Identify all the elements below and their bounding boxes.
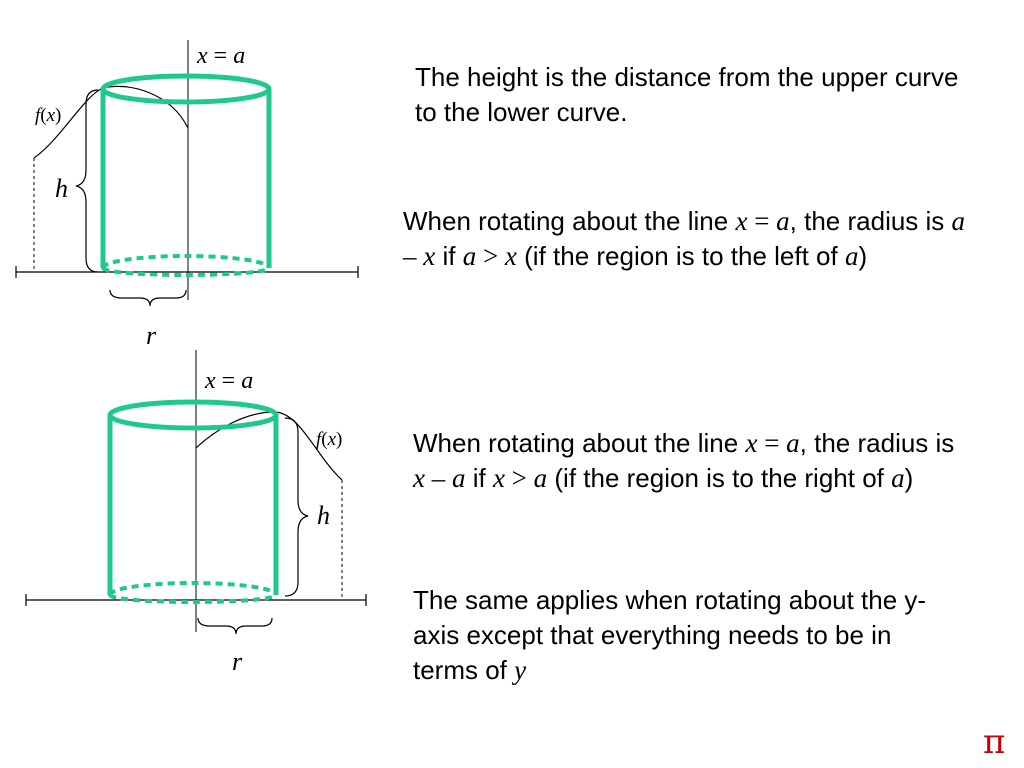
math-var: x [504, 241, 517, 271]
math-op: > [476, 241, 505, 271]
label-f-of-x: f(x) [316, 429, 342, 450]
label-radius: r [146, 321, 157, 350]
cylinder-bottom-back [101, 254, 271, 269]
height-brace [75, 89, 99, 273]
math-var: a [533, 463, 548, 493]
text-run: if [465, 463, 493, 493]
text-run: , the radius is [799, 428, 955, 458]
cylinder-bottom-front [108, 593, 278, 604]
diagram-bottom: x = a f(x) h r [25, 350, 367, 676]
pi-symbol-icon[interactable]: π [983, 722, 1006, 762]
math-var: a [451, 463, 466, 493]
cylinder-bottom-back [108, 581, 278, 596]
radius-brace [197, 617, 273, 635]
math-op: = [747, 206, 777, 236]
label-radius: r [232, 647, 243, 676]
explanation-left-region: When rotating about the line x = a, the … [403, 204, 973, 274]
text-run: , the radius is [789, 206, 952, 236]
math-op: > [504, 463, 534, 493]
text-run: ) [858, 241, 868, 271]
math-var: a [776, 206, 790, 236]
math-var: a [891, 463, 905, 493]
label-f-of-x: f(x) [35, 105, 61, 126]
radius-brace [109, 289, 187, 307]
explanation-right-region: When rotating about the line x = a, the … [413, 426, 973, 496]
math-var: a [951, 206, 966, 236]
math-var: x [745, 428, 758, 458]
text-run: ) [904, 463, 914, 493]
cylinder-top [100, 73, 272, 105]
math-var: x [423, 241, 436, 271]
explanation-y-axis: The same applies when rotating about the… [413, 583, 933, 688]
height-brace [284, 417, 309, 597]
text-run: When rotating about the line [413, 428, 746, 458]
label-height: h [317, 501, 330, 530]
math-var: a [844, 241, 859, 271]
label-height: h [55, 174, 68, 203]
text-run: (if the region is to the left of [516, 241, 845, 271]
math-var: x [492, 463, 505, 493]
diagram-top: x = a f(x) h r [15, 40, 359, 350]
math-op: – [424, 463, 452, 493]
text-run: When rotating about the line [403, 206, 736, 236]
math-var: x [735, 206, 748, 236]
math-var: x [413, 463, 425, 493]
label-line-x-equals-a: x = a [196, 43, 245, 69]
explanation-height: The height is the distance from the uppe… [415, 62, 959, 127]
math-var: y [514, 655, 527, 685]
math-op: = [757, 428, 787, 458]
math-var: a [786, 428, 800, 458]
label-line-x-equals-a: x = a [204, 368, 253, 394]
math-var: a [462, 241, 477, 271]
math-op: – [403, 241, 424, 271]
text-run: (if the region is to the right of [547, 463, 892, 493]
cylinder-bottom-front [101, 266, 271, 277]
text-run: if [435, 241, 463, 271]
text-run: The same applies when rotating about the… [413, 585, 927, 685]
